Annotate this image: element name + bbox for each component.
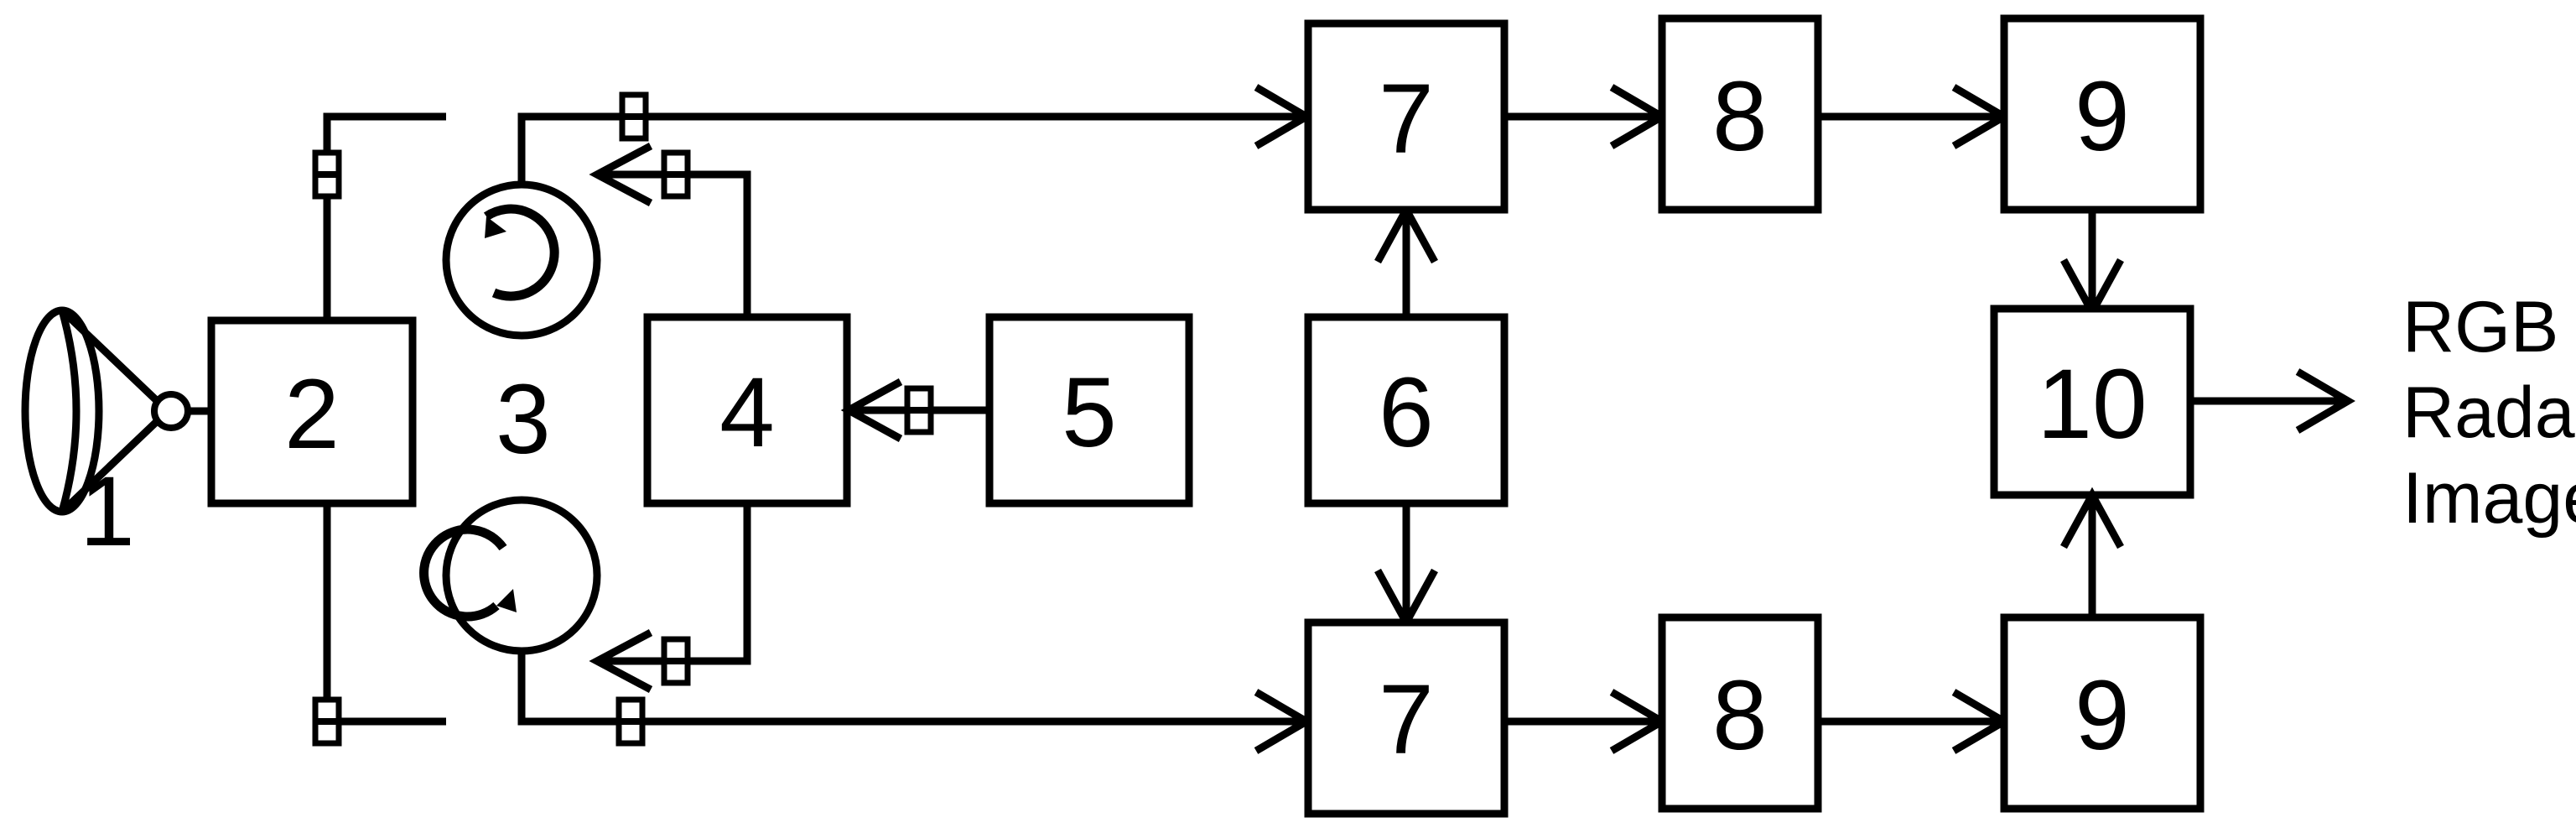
wire-circulator-top-to-b7top [517, 112, 1308, 185]
block-9-bottom[interactable] [2000, 613, 2205, 813]
output-label-line-1: RGB [2402, 287, 2558, 367]
block-8-top-label: 8 [1712, 61, 1768, 172]
block-7-top-label: 7 [1379, 64, 1434, 174]
antenna-number-label: 1 [80, 456, 135, 567]
antenna-feed-dot [151, 391, 191, 431]
block-8-bottom[interactable] [1658, 613, 1822, 813]
output-label-line-2: Radar [2402, 372, 2576, 453]
block-7-bottom-label: 7 [1379, 664, 1434, 775]
block-2[interactable] [207, 316, 417, 508]
output-label-line-3: Image [2402, 458, 2576, 539]
wire-b2-to-circulator-top [323, 112, 446, 320]
block-9-top[interactable] [2000, 14, 2205, 214]
arrowhead-b9bot-up [2060, 487, 2124, 549]
block-4-label: 4 [719, 357, 775, 468]
wire-b2-to-circulator-bottom [323, 503, 446, 726]
block-5-label: 5 [1062, 357, 1117, 468]
wire-b4-to-circulator-top [597, 170, 751, 317]
block-9-bottom-label: 9 [2075, 660, 2130, 771]
wire-circulator-bottom-to-b7bot [517, 651, 1308, 726]
arrowhead-to-b4-right [840, 378, 903, 442]
arrowhead-to-circulator-bottom [589, 629, 653, 693]
arrowhead-output [2295, 368, 2355, 434]
block-8-bottom-label: 8 [1712, 660, 1768, 771]
circulator-bottom-arrowhead [496, 589, 517, 612]
arrowhead-to-circulator-top [589, 143, 653, 206]
block-2-label: 2 [284, 359, 340, 470]
circulator-top-arrowhead [485, 216, 506, 238]
block-10-label: 10 [2037, 349, 2147, 460]
block-6[interactable] [1304, 313, 1509, 508]
circulator-bottom[interactable] [442, 496, 601, 655]
block-9-top-label: 9 [2075, 61, 2130, 172]
circulator-group-label: 3 [496, 364, 551, 475]
circulator-top-rotation-arrow [483, 204, 559, 301]
circulator-bottom-rotation-arrow [419, 524, 507, 622]
block-6-label: 6 [1379, 357, 1434, 468]
wire-b4-to-circulator-bottom [597, 503, 751, 665]
